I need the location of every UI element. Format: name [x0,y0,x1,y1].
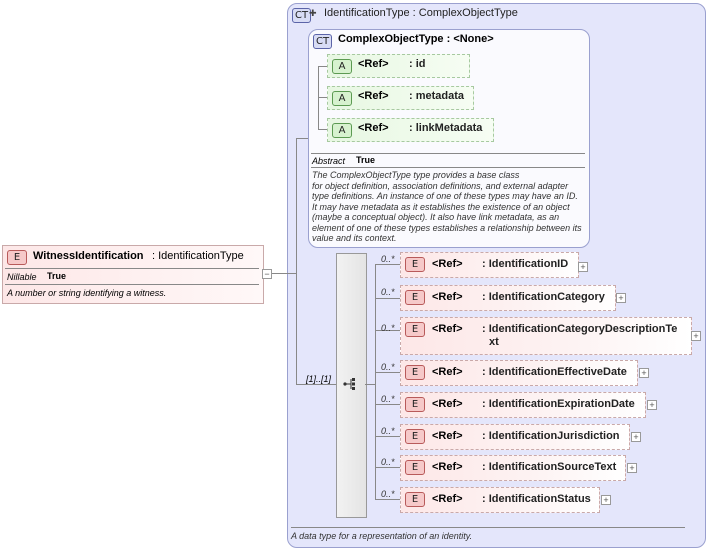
occurrence-label: 0..* [381,426,395,436]
element-name: : IdentificationEffectiveDate [482,366,627,378]
nillable-label: Nillable [7,272,37,282]
expand-toggle[interactable]: + [631,432,641,442]
outer-type-title: IdentificationType : ComplexObjectType [324,7,518,19]
child-identification-category-description-text[interactable] [400,317,692,355]
expand-toggle[interactable]: + [578,262,588,272]
divider [5,268,259,269]
occurrence-label: 0..* [381,287,395,297]
connector [375,372,400,373]
occurrence-label: 0..* [381,457,395,467]
connector [318,129,330,130]
element-badge: E [405,460,425,475]
complex-type-badge: CT [292,8,312,23]
attribute-name: : id [409,58,426,70]
connector [296,138,297,385]
connector [365,384,375,385]
occurrence-label: 0..* [381,254,395,264]
child-identification-jurisdiction[interactable] [400,424,630,450]
element-badge: E [405,492,425,507]
element-name: : IdentificationJurisdiction [482,430,620,442]
element-name: : IdentificationExpirationDate [482,398,635,410]
expand-toggle[interactable]: + [616,293,626,303]
element-badge: E [7,250,27,265]
ref-label: <Ref> [432,398,463,410]
attribute-badge: A [332,59,352,74]
collapse-toggle[interactable]: − [262,269,272,279]
attribute-name: : linkMetadata [409,122,483,134]
inner-type-title: ComplexObjectType : <None> [338,33,494,45]
attribute-name: : metadata [409,90,465,102]
root-element-description: A number or string identifying a witness… [7,288,167,298]
ref-label: <Ref> [358,58,389,70]
inner-type-description: The ComplexObjectType type provides a ba… [312,170,582,243]
element-badge: E [405,322,425,337]
connector [272,273,296,274]
child-identification-source-text[interactable] [400,455,626,481]
root-element-type: : IdentificationType [152,250,244,262]
child-identification-effective-date[interactable] [400,360,638,386]
element-name: : IdentificationCategory [482,291,605,303]
divider [291,527,685,528]
expand-toggle[interactable]: + [601,495,611,505]
child-identification-status[interactable] [400,487,600,513]
expand-toggle[interactable]: + [639,368,649,378]
connector [318,66,330,67]
occurrence-label: 0..* [381,323,395,333]
occurrence-label: 0..* [381,394,395,404]
element-name: : IdentificationCategoryDescriptionTe xt [482,323,678,348]
outer-type-description: A data type for a representation of an i… [291,531,473,541]
element-name: : IdentificationSourceText [482,461,617,473]
ref-label: <Ref> [432,493,463,505]
connector [375,330,400,331]
element-name: : IdentificationStatus [482,493,591,505]
attribute-badge: A [332,91,352,106]
complex-type-badge: CT [313,34,333,49]
connector [375,436,400,437]
element-badge: E [405,365,425,380]
expand-toggle[interactable]: + [691,331,701,341]
connector [375,404,400,405]
expand-toggle[interactable]: + [647,400,657,410]
abstract-label: Abstract [312,156,346,166]
connector [375,467,400,468]
occurrence-label: 0..* [381,489,395,499]
connector [375,499,400,500]
sequence-occurrence: [1]..[1] [306,374,332,384]
ref-label: <Ref> [358,122,389,134]
connector [375,264,376,499]
attribute-badge: A [332,123,352,138]
element-badge: E [405,397,425,412]
element-name: : IdentificationID [482,258,569,270]
connector [318,97,330,98]
element-badge: E [405,257,425,272]
expand-toggle[interactable]: + [627,463,637,473]
attribute-linkmetadata[interactable] [327,118,494,142]
connector [375,298,400,299]
child-identification-expiration-date[interactable] [400,392,646,418]
sequence-icon [343,376,359,392]
connector [296,384,336,385]
ref-label: <Ref> [432,323,463,335]
divider [5,284,259,285]
divider [311,153,585,154]
element-badge: E [405,429,425,444]
root-element-name: WitnessIdentification [33,250,144,262]
divider [311,167,585,168]
connector [375,264,400,265]
occurrence-label: 0..* [381,362,395,372]
ref-label: <Ref> [432,366,463,378]
child-identification-category[interactable] [400,285,616,311]
ref-label: <Ref> [432,430,463,442]
connector [296,138,308,139]
ref-label: <Ref> [432,258,463,270]
element-badge: E [405,290,425,305]
ref-label: <Ref> [432,461,463,473]
child-identification-id[interactable] [400,252,579,278]
root-element-box[interactable] [2,245,264,304]
ref-label: <Ref> [358,90,389,102]
ref-label: <Ref> [432,291,463,303]
abstract-value: True [356,155,376,165]
nillable-value: True [47,271,67,281]
expand-icon[interactable]: ✚ [309,8,317,18]
